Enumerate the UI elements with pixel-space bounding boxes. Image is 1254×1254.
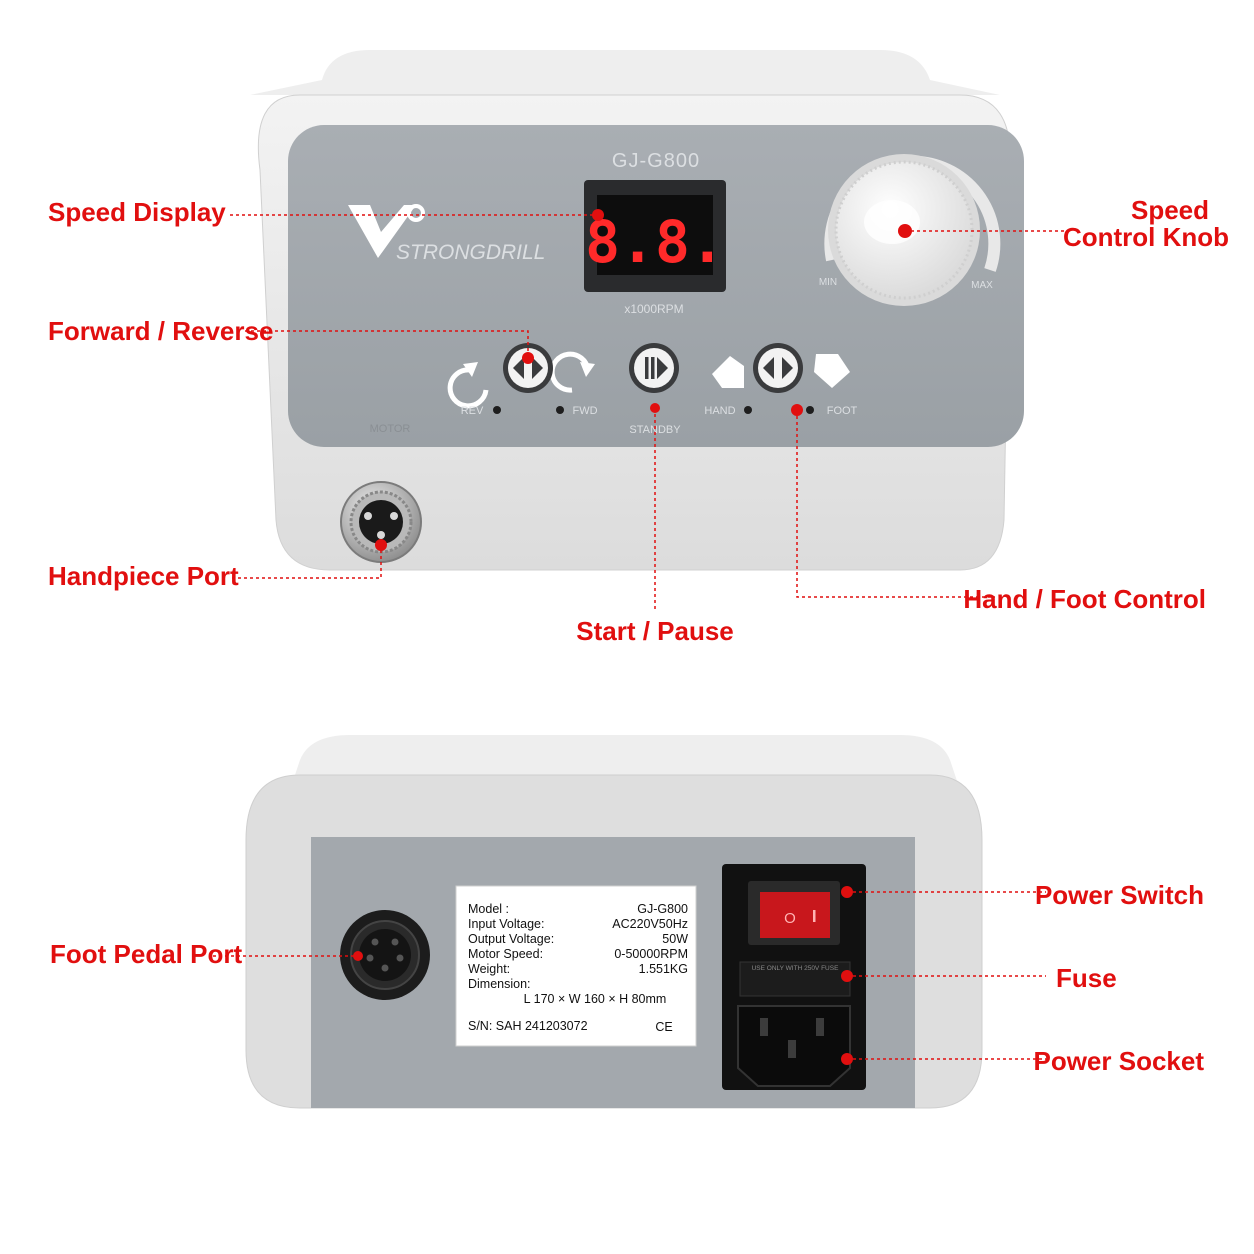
knob-max-label: MAX <box>971 280 993 291</box>
model-text: GJ-G800 <box>612 150 700 172</box>
foot-label: FOOT <box>827 405 858 417</box>
start-pause-button[interactable] <box>629 343 679 393</box>
dot-power-switch <box>841 886 853 898</box>
callout-power-socket: Power Socket <box>1033 1046 1204 1076</box>
leader-forward-reverse <box>245 330 529 358</box>
callout-foot-pedal-port: Foot Pedal Port <box>50 939 242 969</box>
callout-fuse: Fuse <box>1056 963 1117 993</box>
display-unit: x1000RPM <box>624 302 683 316</box>
callout-speed-knob-line2: Control Knob <box>1063 222 1229 252</box>
label-value-model: GJ-G800 <box>637 902 688 916</box>
rear-unit: Model : GJ-G800 Input Voltage: AC220V50H… <box>245 735 983 1109</box>
motor-label: MOTOR <box>370 423 411 435</box>
label-value-dimension: L 170 × W 160 × H 80mm <box>524 992 667 1006</box>
callout-power-switch: Power Switch <box>1035 880 1204 910</box>
switch-off-mark: O <box>784 910 796 927</box>
forward-reverse-button[interactable] <box>503 343 553 393</box>
speed-knob[interactable] <box>824 154 1001 306</box>
foot-pedal-port[interactable] <box>340 910 430 1000</box>
hand-label: HAND <box>704 405 735 417</box>
dot-foot-pedal <box>353 951 363 961</box>
dot-handpiece-port <box>375 539 387 551</box>
callout-start-pause: Start / Pause <box>576 616 734 646</box>
dot-forward-reverse <box>522 352 534 364</box>
ce-mark: CE <box>655 1020 672 1034</box>
callout-handpiece-port: Handpiece Port <box>48 561 239 591</box>
power-switch-rocker[interactable] <box>760 892 830 938</box>
callout-speed-display: Speed Display <box>48 197 226 227</box>
rev-led <box>493 406 501 414</box>
dot-power-socket <box>841 1053 853 1065</box>
callout-dots <box>353 209 912 1065</box>
reverse-arrow-icon <box>447 367 489 409</box>
brand-name: STRONGDRILL <box>396 241 545 264</box>
foot-icon <box>814 354 850 388</box>
dot-speed-display <box>592 209 604 221</box>
dot-hand-foot <box>791 404 803 416</box>
callout-speed-knob-line1: Speed <box>1131 195 1209 225</box>
forward-arrow-icon <box>549 351 591 393</box>
label-serial: S/N: SAH 241203072 <box>468 1019 588 1033</box>
hand-icon <box>712 356 744 388</box>
callout-forward-reverse: Forward / Reverse <box>48 316 273 346</box>
fuse-text: USE ONLY WITH 250V FUSE <box>752 965 839 972</box>
front-top-lid <box>250 50 1000 95</box>
leader-hand-foot <box>796 410 995 598</box>
fuse-holder[interactable]: USE ONLY WITH 250V FUSE <box>739 961 851 997</box>
logo-v-mark <box>348 205 416 258</box>
hand-foot-control <box>712 343 850 393</box>
callout-hand-foot: Hand / Foot Control <box>963 584 1206 614</box>
speed-display: 8.8. <box>584 180 726 292</box>
power-module: O USE ONLY WITH 250V FUSE <box>722 864 866 1090</box>
forward-reverse-control <box>447 343 595 409</box>
front-unit: GJ-G800 STRONGDRILL 8.8. x1000RPM MIN MA… <box>250 50 1024 571</box>
leader-handpiece-port <box>232 545 382 579</box>
label-key-weight: Weight: <box>468 962 510 976</box>
dot-speed-knob <box>898 224 912 238</box>
label-key-model: Model : <box>468 902 509 916</box>
label-key-output: Output Voltage: <box>468 932 554 946</box>
label-value-speed: 0-50000RPM <box>614 947 688 961</box>
power-switch[interactable]: O <box>748 881 840 945</box>
brand-logo: STRONGDRILL <box>348 204 545 264</box>
hand-foot-button[interactable] <box>753 343 803 393</box>
dot-fuse <box>841 970 853 982</box>
label-key-input: Input Voltage: <box>468 917 544 931</box>
label-value-output: 50W <box>662 932 688 946</box>
dot-start-pause <box>650 403 660 413</box>
label-value-input: AC220V50Hz <box>612 917 688 931</box>
foot-led <box>806 406 814 414</box>
callout-lines <box>213 214 1068 1060</box>
speed-digits: 8.8. <box>585 208 725 276</box>
label-key-dimension: Dimension: <box>468 977 531 991</box>
hand-led <box>744 406 752 414</box>
standby-label: STANDBY <box>629 424 681 436</box>
fwd-led <box>556 406 564 414</box>
rev-label: REV <box>461 405 484 417</box>
knob-min-label: MIN <box>819 277 837 288</box>
label-key-speed: Motor Speed: <box>468 947 543 961</box>
label-value-weight: 1.551KG <box>639 962 688 976</box>
power-socket[interactable] <box>737 1005 851 1087</box>
fwd-label: FWD <box>572 405 597 417</box>
spec-label: Model : GJ-G800 Input Voltage: AC220V50H… <box>455 885 697 1047</box>
